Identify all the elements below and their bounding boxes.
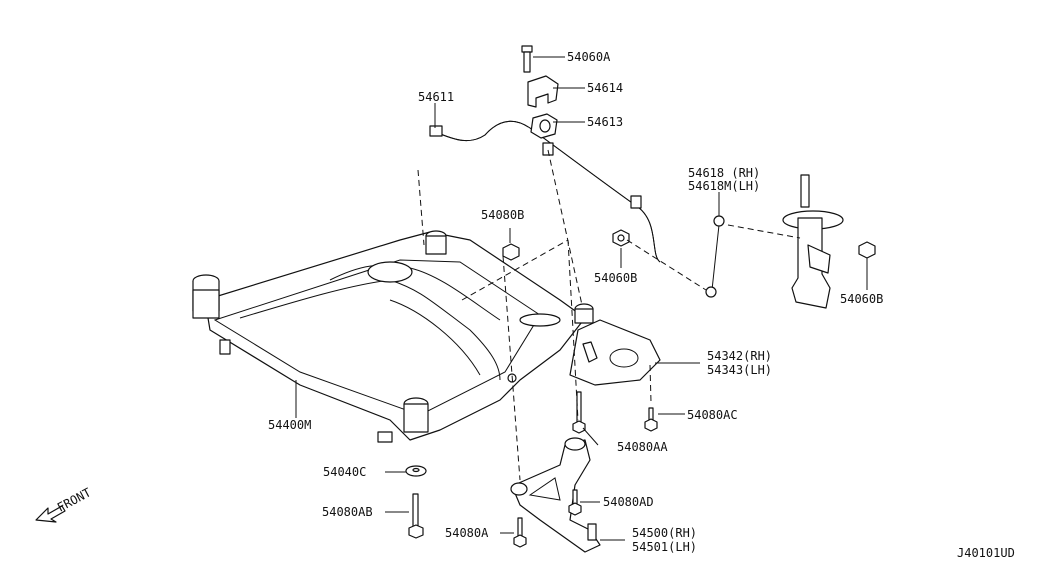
label-54060B-left: 54060B	[594, 271, 637, 285]
label-54080AD: 54080AD	[603, 495, 654, 509]
label-54080B: 54080B	[481, 208, 524, 222]
washer-54040C	[405, 465, 427, 477]
bolt-54080A	[513, 517, 527, 548]
label-54400M: 54400M	[268, 418, 311, 432]
member-bracket	[569, 319, 661, 386]
stabilizer-clamp	[527, 75, 559, 108]
member-mount-front-right	[403, 397, 429, 433]
bolt-54080AC	[644, 407, 658, 432]
nut-54060B-left	[612, 229, 630, 247]
label-54618-lh: 54618M(LH)	[688, 179, 760, 193]
stabilizer-bushing	[530, 113, 558, 139]
label-54080AA: 54080AA	[617, 440, 668, 454]
front-label: FRONT	[55, 485, 93, 514]
label-54614: 54614	[587, 81, 623, 95]
label-54080A: 54080A	[445, 526, 489, 540]
member-mount-rear-right	[574, 303, 594, 324]
stabilizer-link	[705, 215, 725, 298]
leader-lines	[295, 56, 868, 541]
member-mount-front-left	[192, 274, 220, 319]
bolt-54080B	[502, 243, 520, 261]
bolt-54080AD	[568, 489, 582, 516]
part-labels: 54060A 54614 54611 54613 54618 (RH) 5461…	[268, 50, 883, 554]
transverse-link	[510, 437, 601, 553]
diagram-id: J40101UD	[957, 546, 1015, 560]
suspension-member	[192, 230, 594, 443]
label-54040C: 54040C	[323, 465, 366, 479]
bolt-54080AB	[408, 493, 424, 539]
label-54613: 54613	[587, 115, 623, 129]
front-arrow: FRONT	[35, 485, 93, 523]
label-54501: 54501(LH)	[632, 540, 697, 554]
label-54618-rh: 54618 (RH)	[688, 166, 760, 180]
strut-assembly	[782, 174, 844, 309]
nut-54060B-right	[858, 241, 876, 259]
label-54060B-right: 54060B	[840, 292, 883, 306]
label-54080AB: 54080AB	[322, 505, 373, 519]
clamp-bolt	[521, 45, 533, 73]
label-54342: 54342(RH)	[707, 349, 772, 363]
label-54343: 54343(LH)	[707, 363, 772, 377]
member-mount-rear-left	[425, 230, 447, 255]
alignment-lines	[417, 149, 801, 481]
label-54080AC: 54080AC	[687, 408, 738, 422]
label-54060A: 54060A	[567, 50, 611, 64]
bolt-54080AA	[572, 391, 586, 434]
label-54611: 54611	[418, 90, 454, 104]
label-54500: 54500(RH)	[632, 526, 697, 540]
